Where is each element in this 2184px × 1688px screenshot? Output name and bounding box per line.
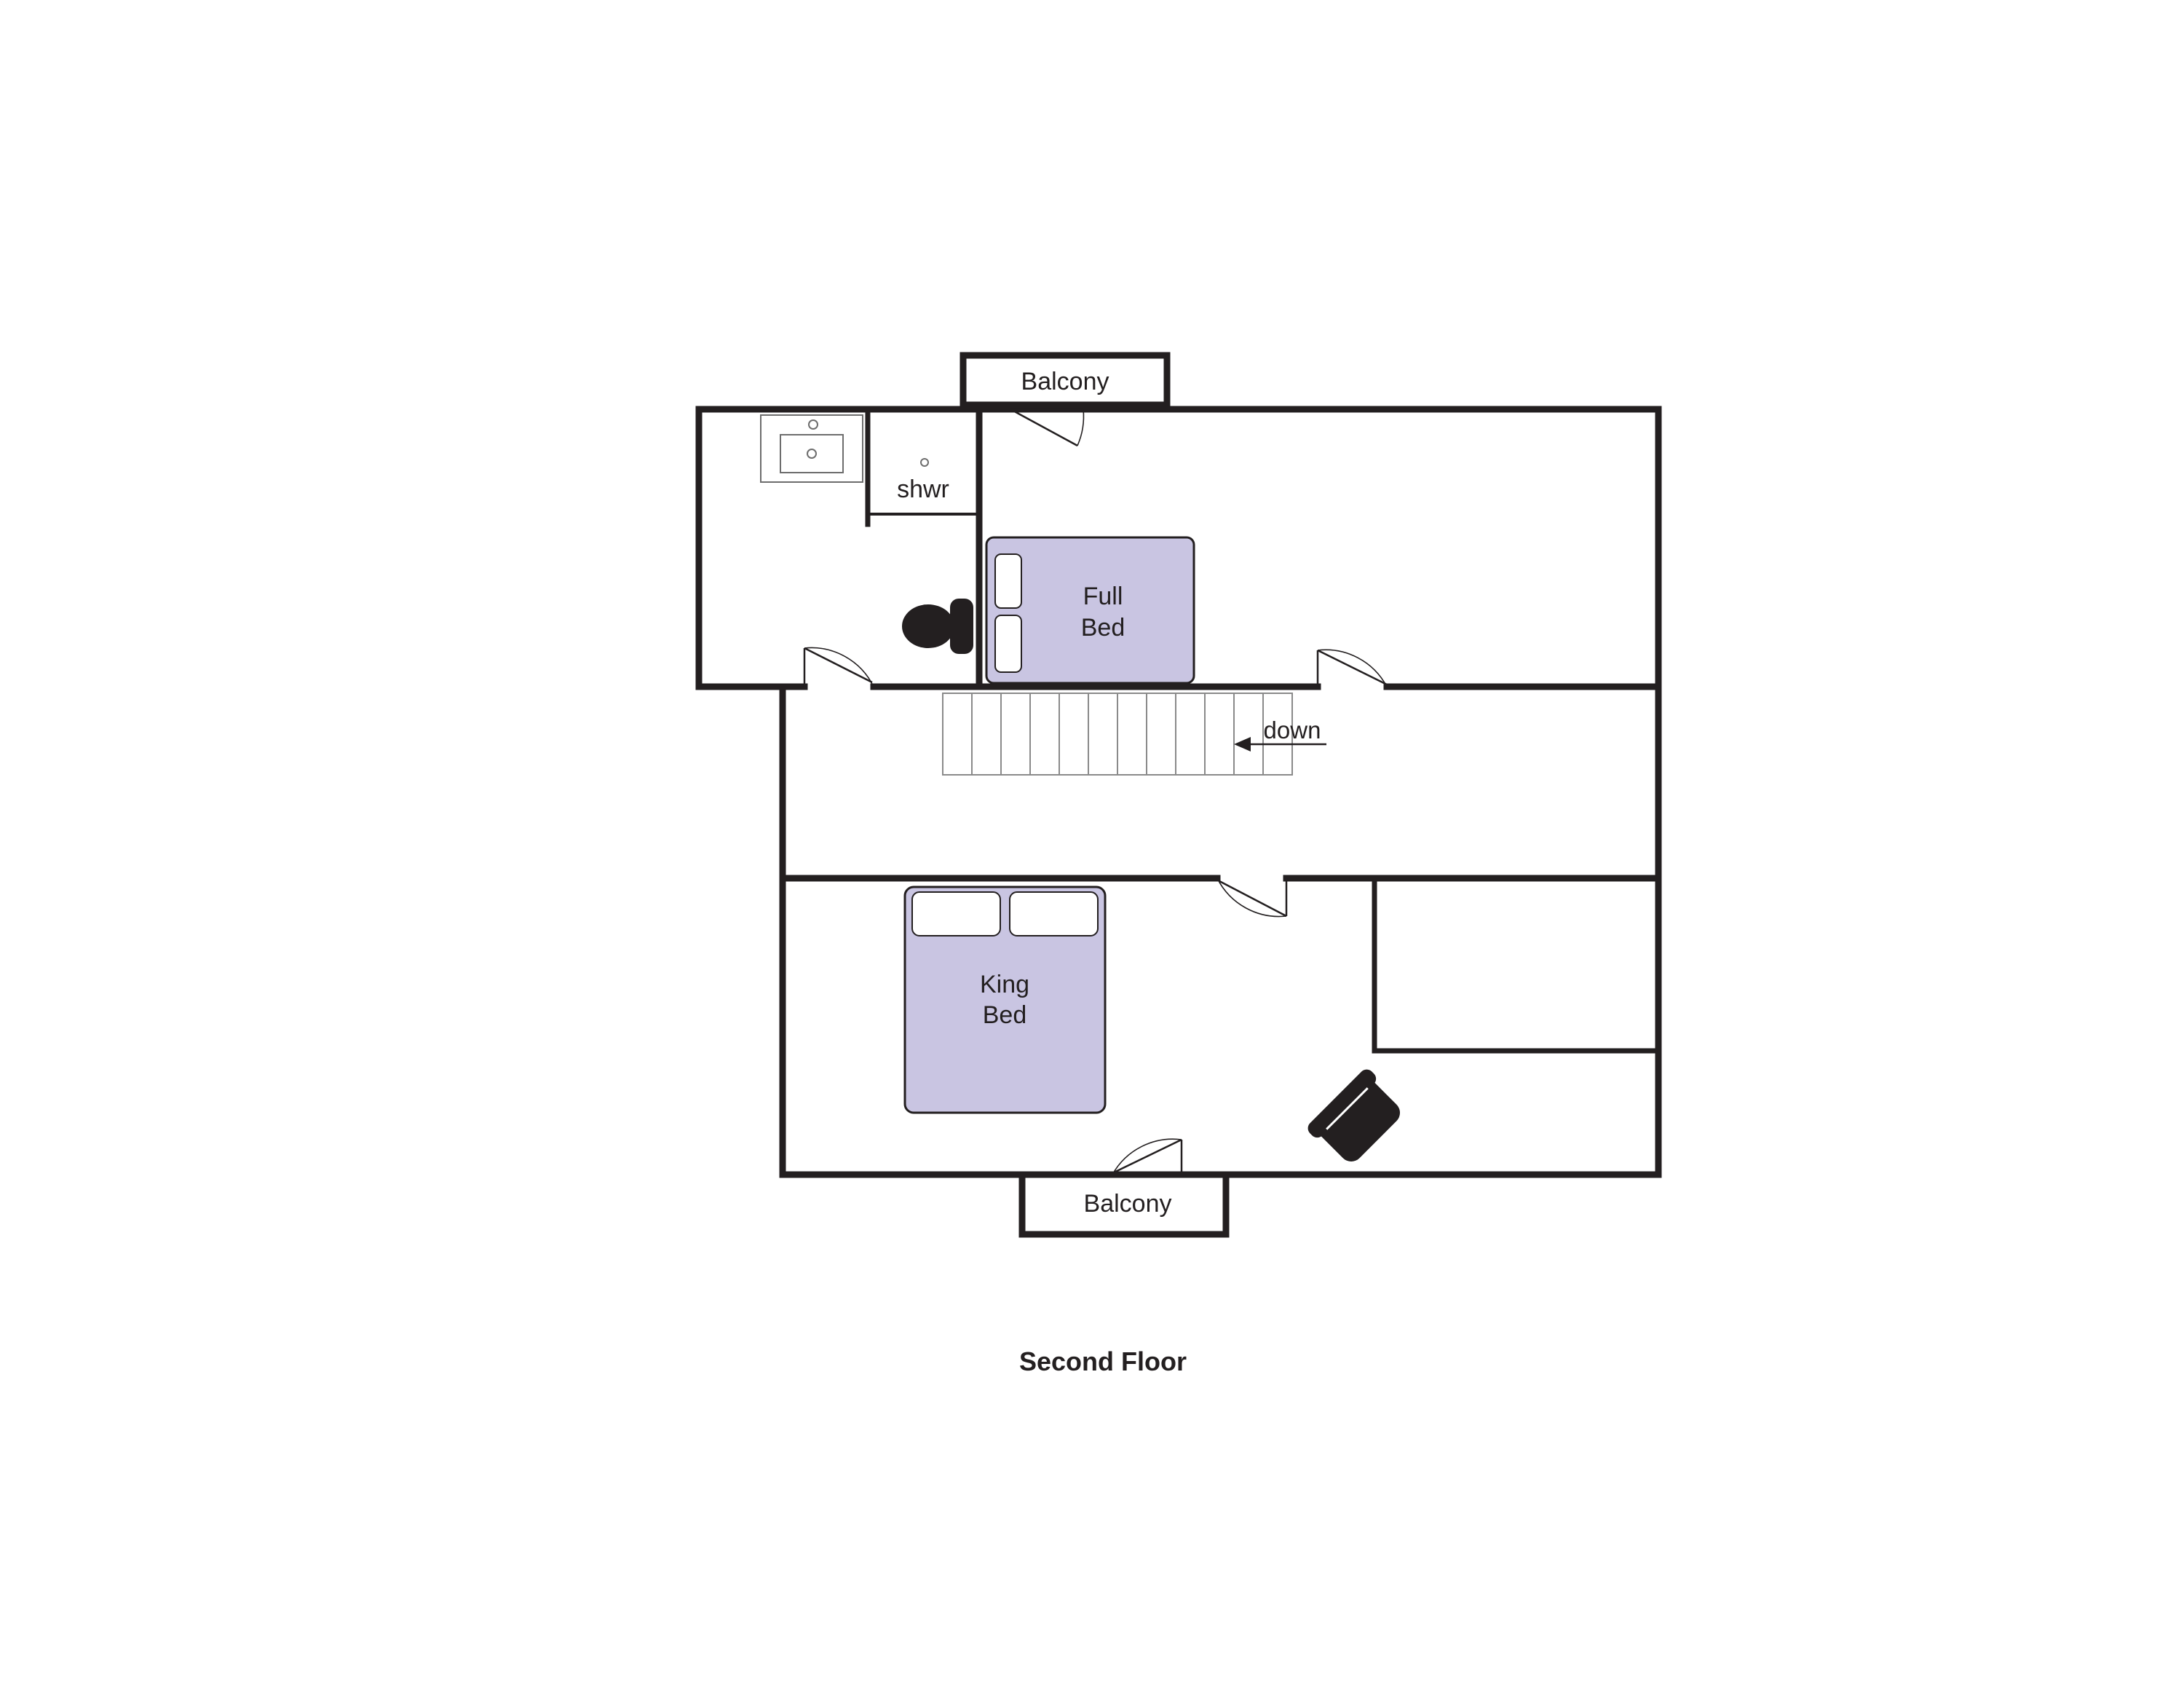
arrow-left-icon (1234, 737, 1251, 752)
balcony-top-label: Balcony (1021, 368, 1109, 395)
stairs-direction: down (1234, 717, 1326, 752)
balcony-bottom-door (1112, 1138, 1183, 1175)
stairs-direction-label: down (1264, 717, 1321, 744)
floor-title: Second Floor (1019, 1346, 1187, 1376)
upper-rooms (695, 406, 1662, 877)
king-bed-label-line2: Bed (983, 1001, 1027, 1029)
sink-icon (760, 414, 863, 483)
full-bed-label-line1: Full (1083, 583, 1123, 610)
balcony-bottom: Balcony (1018, 1171, 1230, 1238)
balcony-top: Balcony (960, 352, 1171, 409)
full-bedroom-door (1316, 649, 1388, 687)
closet (1372, 875, 1661, 1054)
king-bed-label-line1: King (980, 971, 1029, 998)
balcony-top-door (1010, 408, 1085, 447)
shower: shwr (897, 458, 949, 503)
bathroom-door (803, 647, 874, 687)
shower-label: shwr (897, 476, 949, 503)
full-bed-label-line2: Bed (1081, 614, 1125, 642)
king-bedroom-door (1216, 877, 1288, 918)
armchair-icon (1307, 1069, 1401, 1162)
toilet-icon (902, 599, 973, 654)
staircase (942, 693, 1293, 776)
king-bed: King Bed (903, 886, 1107, 1114)
full-bed: Full Bed (985, 536, 1195, 685)
balcony-bottom-label: Balcony (1084, 1190, 1172, 1218)
